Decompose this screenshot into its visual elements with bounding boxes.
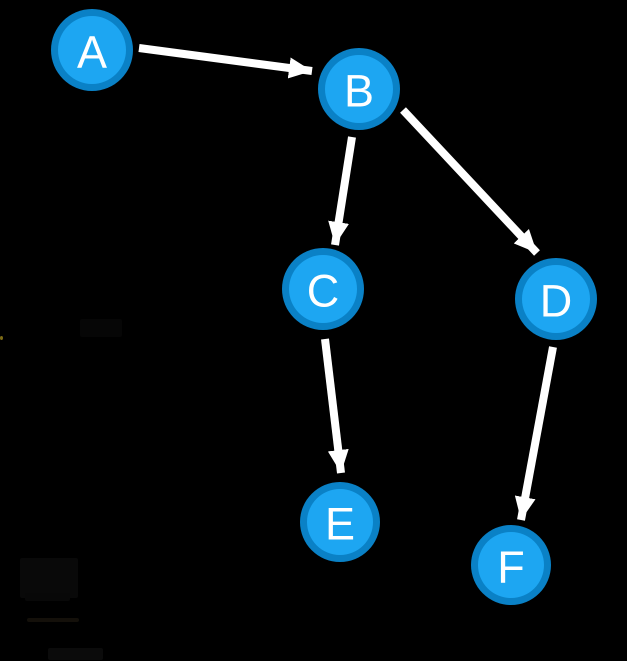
edge-C-E (321, 338, 349, 474)
nodes-layer: A B C D E F (51, 9, 597, 605)
artifact-smudge (80, 319, 122, 337)
artifact-smudge (0, 336, 3, 340)
node-D[interactable]: D (515, 258, 597, 340)
node-A-body (58, 16, 126, 84)
node-C[interactable]: C (282, 248, 364, 330)
edge-D-F (514, 346, 557, 521)
node-B-body (325, 55, 393, 123)
node-A[interactable]: A (51, 9, 133, 91)
node-E[interactable]: E (300, 482, 380, 562)
node-F[interactable]: F (471, 525, 551, 605)
node-B[interactable]: B (318, 48, 400, 130)
artifact-smudge (20, 558, 78, 598)
edge-A-B (138, 44, 313, 79)
node-F-body (478, 532, 544, 598)
edge-B-D (400, 107, 540, 256)
node-C-body (289, 255, 357, 323)
artifact-smudge (48, 648, 103, 660)
node-E-body (307, 489, 373, 555)
artifact-smudge (27, 618, 79, 622)
artifact-smudge (25, 593, 70, 601)
edges-layer (138, 44, 557, 521)
node-D-body (522, 265, 590, 333)
edge-B-C (328, 136, 356, 246)
background-artifacts (0, 319, 122, 660)
